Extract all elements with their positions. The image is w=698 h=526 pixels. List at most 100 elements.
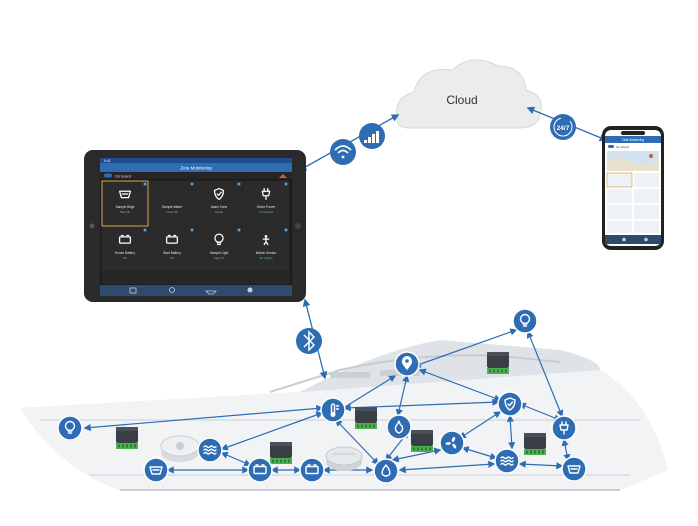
phone-header xyxy=(605,136,661,143)
sensor-module xyxy=(411,430,433,452)
tab-lock[interactable] xyxy=(129,287,137,294)
fan-icon xyxy=(445,437,457,449)
node-battery-b xyxy=(299,457,325,483)
tablet-tile-status: No motion xyxy=(260,256,273,260)
round-sensor-center xyxy=(325,446,363,471)
node-drop xyxy=(373,458,399,484)
cloud: Cloud xyxy=(396,59,542,129)
tablet-tile-label: Start Battery xyxy=(163,251,181,255)
tablet-tile-label: Shore Power xyxy=(257,205,276,209)
tablet-mode-bar xyxy=(100,172,292,179)
wifi-icon xyxy=(334,145,352,159)
node-bulb-left xyxy=(57,415,83,441)
drop-icon xyxy=(381,464,391,477)
tab-boat[interactable] xyxy=(205,290,217,295)
node-battery-a xyxy=(247,457,273,483)
bilge-icon xyxy=(149,466,163,475)
battery-icon xyxy=(118,234,132,244)
waves-icon xyxy=(500,456,514,466)
node-flame xyxy=(386,414,412,440)
bilge-icon xyxy=(567,465,581,474)
bulb-icon xyxy=(214,233,224,246)
sensor-module xyxy=(116,427,138,449)
tablet-tile-status: Light On xyxy=(214,256,225,260)
node-shield xyxy=(497,391,523,417)
bulb-icon xyxy=(519,313,531,327)
plug-icon xyxy=(261,187,271,201)
shield-icon xyxy=(213,187,225,201)
waves-icon xyxy=(203,445,217,455)
tablet-tile-label: Sample Bilge xyxy=(116,205,135,209)
phone-map-pin xyxy=(649,154,653,158)
sensor-module xyxy=(487,352,509,374)
thermometer-icon xyxy=(330,403,340,417)
tablet-tab-bar xyxy=(100,285,292,296)
node-bilge-b xyxy=(561,456,587,482)
sensor-nodes xyxy=(57,308,587,484)
node-bilge-a xyxy=(143,457,169,483)
tablet-status-time: 9:41 xyxy=(104,159,111,163)
tablet-title: Zeta Monitoring xyxy=(180,166,212,171)
badge-247-text: 24/7 xyxy=(557,125,570,132)
tab-user[interactable] xyxy=(247,287,253,293)
flame-icon xyxy=(394,420,404,434)
node-pin xyxy=(394,351,420,377)
tablet-tile-label: Sample Light xyxy=(210,251,229,255)
bulb-icon xyxy=(64,420,76,434)
node-waves-a xyxy=(197,437,223,463)
node-fan xyxy=(439,430,465,456)
tablet-header xyxy=(100,163,292,172)
tablet-tile-label: House Battery xyxy=(115,251,136,255)
tablet-tile-status: Armed xyxy=(215,210,224,214)
bluetooth-badge xyxy=(296,328,322,354)
location-pin-icon xyxy=(401,356,413,370)
node-waves-b xyxy=(494,448,520,474)
phone-mode-toggle[interactable] xyxy=(608,145,614,148)
signal-bars-icon xyxy=(364,131,379,143)
tab-location[interactable] xyxy=(169,287,175,293)
tablet-tile-label: Sample Water xyxy=(162,205,183,209)
tablet-tile-status: Level OK xyxy=(166,210,178,214)
phone-mode-label: On board xyxy=(616,145,629,149)
round-sensor-left xyxy=(160,435,200,462)
phone-title: Zeta Monitoring xyxy=(622,138,644,142)
cloud-label: Cloud xyxy=(446,93,477,107)
bluetooth-icon xyxy=(303,330,316,352)
tablet-tile-status: OK xyxy=(123,256,127,260)
motion-icon xyxy=(262,235,270,246)
sensor-module xyxy=(524,433,546,455)
tablet-tile-label: Motion Sensor xyxy=(256,251,277,255)
tablet-mode-label: On board xyxy=(115,175,131,179)
bilge-icon xyxy=(118,190,132,199)
phone-tab-bar xyxy=(605,235,661,244)
node-thermometer xyxy=(320,397,346,423)
tablet-alert-icon[interactable] xyxy=(279,174,287,178)
plug-icon xyxy=(559,421,569,435)
sensor-module xyxy=(355,407,377,429)
tablet-mode-toggle[interactable] xyxy=(104,173,112,178)
tablet-tile-status: OK xyxy=(170,256,174,260)
tablet-tile-label: Alarm Zone xyxy=(211,205,228,209)
battery-icon xyxy=(165,234,179,244)
shield-icon xyxy=(504,397,516,411)
node-bulb-right xyxy=(512,308,538,334)
sensor-module xyxy=(270,442,292,464)
always-on-badge: 24/7 xyxy=(550,114,576,140)
node-plug xyxy=(551,415,577,441)
sensor-modules xyxy=(116,352,546,464)
cellular-badge xyxy=(359,123,385,149)
tablet-device: 9:41 Zeta Monitoring On board Sample Bil… xyxy=(84,150,306,302)
battery-icon xyxy=(253,464,267,475)
tablet-partial-row xyxy=(102,270,290,284)
wifi-badge xyxy=(330,139,356,165)
